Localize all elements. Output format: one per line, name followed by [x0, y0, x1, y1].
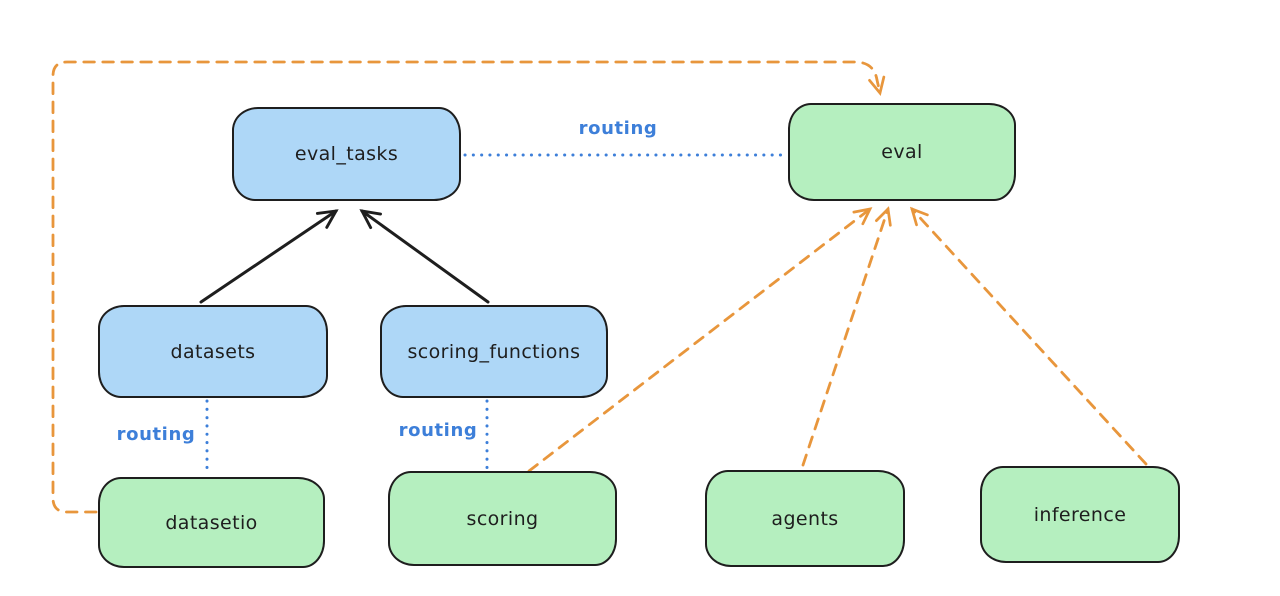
node-datasetio-label: datasetio	[165, 511, 258, 534]
node-scoring-functions-label: scoring_functions	[407, 340, 581, 363]
edge-datasetio-to-eval	[51, 60, 886, 514]
edge-label-routing-eval-tasks-eval: routing	[578, 118, 658, 139]
edge-scoring-functions-to-eval-tasks	[359, 209, 490, 304]
node-datasets-label: datasets	[170, 340, 256, 363]
edge-inference-to-eval	[909, 206, 1148, 466]
edge-agents-to-eval	[801, 206, 892, 467]
node-eval: eval	[788, 103, 1016, 201]
node-scoring: scoring	[388, 471, 617, 566]
edge-scoring-to-eval	[527, 207, 873, 473]
node-agents-label: agents	[771, 507, 839, 530]
node-inference: inference	[980, 466, 1180, 563]
edge-datasets-to-eval-tasks	[199, 209, 339, 304]
edge-label-routing-scoring-functions-scoring: routing	[398, 420, 478, 441]
node-eval-tasks: eval_tasks	[232, 107, 461, 201]
node-agents: agents	[705, 470, 905, 567]
node-scoring-label: scoring	[466, 507, 539, 530]
node-scoring-functions: scoring_functions	[380, 305, 608, 398]
node-eval-label: eval	[881, 141, 923, 163]
node-datasetio: datasetio	[98, 477, 325, 568]
node-inference-label: inference	[1033, 503, 1127, 526]
edge-label-routing-datasets-datasetio: routing	[116, 424, 196, 445]
node-datasets: datasets	[98, 305, 328, 398]
node-eval-tasks-label: eval_tasks	[294, 143, 399, 165]
